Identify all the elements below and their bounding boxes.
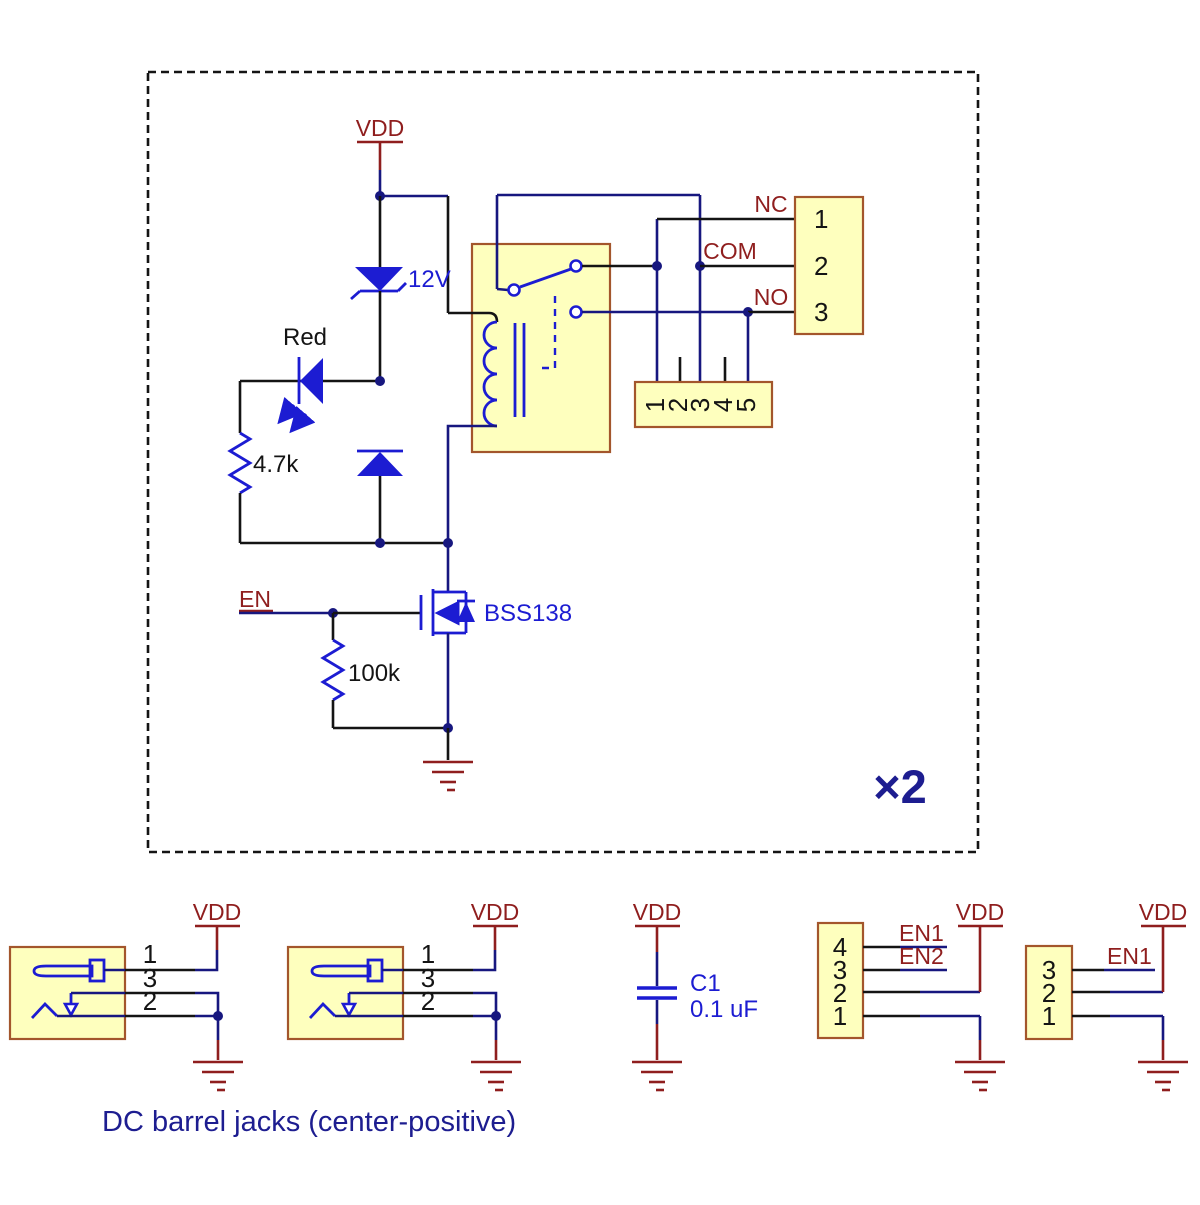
jack-switch-arrow (62, 1002, 80, 1018)
capacitor-value: 0.1 uF (690, 996, 758, 1023)
header4-pin-label: 3 (833, 955, 847, 985)
jack-pin-label: 1 (143, 939, 157, 969)
header5-pin-label: 4 (708, 398, 738, 412)
bottom-caption: DC barrel jacks (center-positive) (102, 1106, 516, 1138)
dc-barrel-jack-2: VDD 1 3 2 (286, 899, 523, 1092)
header3-pin-label: 1 (1042, 1001, 1056, 1031)
mosfet-body-diode (457, 602, 475, 622)
ground-symbol (421, 760, 475, 792)
com-net-label: COM (703, 238, 757, 264)
coil-entry-wire (448, 311, 499, 323)
ground-symbol (953, 1060, 1007, 1092)
header3-pin-label: 2 (1042, 978, 1056, 1008)
terminal-block: 1 2 3 (793, 195, 865, 336)
en1-net-label: EN1 (899, 920, 944, 946)
led-name-label: Red (283, 324, 327, 351)
jack-pin-label: 2 (143, 986, 157, 1016)
coil-return-wire (446, 424, 497, 543)
jack-sleeve-contact (30, 1001, 58, 1019)
header4-pin-label: 1 (833, 1001, 847, 1031)
vdd-label: VDD (633, 899, 682, 925)
decoupling-capacitor: VDD C1 0.1 uF (630, 899, 758, 1092)
header5-pin-label: 1 (640, 398, 670, 412)
ground-symbol (1136, 1060, 1190, 1092)
relay-coil (482, 320, 498, 428)
zener-diode: 12V (350, 196, 451, 381)
en1-net-label: EN1 (1107, 943, 1152, 969)
header4-pin-label: 4 (833, 932, 847, 962)
terminal-pin-label: 3 (814, 297, 828, 327)
mosfet: BSS138 (419, 543, 572, 728)
jack-pin-label: 3 (143, 963, 157, 993)
flyback-diode (357, 449, 403, 543)
jack-pin-label: 1 (421, 939, 435, 969)
header3-body (1024, 944, 1074, 1041)
terminal-pin-label: 1 (814, 204, 828, 234)
jack-pin-label: 3 (421, 963, 435, 993)
led-resistor-value: 4.7k (253, 451, 299, 478)
jack-pin-label: 2 (421, 986, 435, 1016)
terminal-block-body (793, 195, 865, 336)
control-header-4pin: 4 3 2 1 EN1 EN2 VDD (816, 899, 1007, 1092)
vdd-label: VDD (1139, 899, 1188, 925)
enable-input: EN (239, 586, 420, 618)
junction-dot (375, 538, 385, 548)
jack-center-pin (32, 964, 94, 978)
vdd-label: VDD (471, 899, 520, 925)
no-net-label: NO (754, 284, 789, 310)
relay-no-contact (569, 305, 583, 319)
ground-symbol (630, 1060, 684, 1092)
relay-actuator-link (536, 296, 557, 370)
header5-body (633, 380, 774, 429)
header-5pin: 1 2 3 4 5 (633, 380, 774, 429)
mosfet-part-label: BSS138 (484, 600, 572, 627)
jack-switch-arrow (340, 1002, 358, 1018)
nc-net-label: NC (754, 191, 787, 217)
led-light-arrow (277, 396, 304, 425)
header5-pin-label: 5 (731, 398, 761, 412)
dc-barrel-jack-1: VDD 1 3 2 (8, 899, 245, 1092)
vdd-label: VDD (956, 899, 1005, 925)
led-light-arrow (289, 405, 316, 434)
en-net-label: EN (239, 586, 271, 612)
capacitor-ref: C1 (690, 970, 721, 997)
terminal-pin-label: 2 (814, 251, 828, 281)
multiplier-note: ×2 (873, 760, 927, 813)
vdd-label: VDD (193, 899, 242, 925)
relay-output-nets: NC COM NO (497, 191, 795, 382)
relay-pole-contact (507, 283, 521, 297)
relay-lever (519, 267, 572, 289)
jack-center-pin (310, 964, 372, 978)
relay-nc-contact (569, 259, 583, 273)
red-led: Red (240, 324, 385, 434)
ground-symbol (191, 1060, 245, 1092)
header4-pin-label: 2 (833, 978, 847, 1008)
junction-dot (375, 376, 385, 386)
header3-pin-label: 3 (1042, 955, 1056, 985)
relay (446, 195, 612, 543)
pulldown-resistor: 100k (320, 613, 453, 733)
main-ground (421, 728, 475, 792)
en2-net-label: EN2 (899, 943, 944, 969)
coil-return-rail (240, 538, 453, 548)
header4-body (816, 921, 865, 1040)
zener-value-label: 12V (408, 266, 451, 293)
vdd-net-top: VDD (356, 115, 450, 313)
vdd-label-top: VDD (356, 115, 405, 141)
jack-sleeve-contact (308, 1001, 336, 1019)
ground-symbol (469, 1060, 523, 1092)
led-resistor: 4.7k (227, 381, 299, 543)
header5-pin-label: 2 (663, 398, 693, 412)
control-header-3pin: 3 2 1 EN1 VDD (1024, 899, 1190, 1092)
header5-pin-label: 3 (685, 398, 715, 412)
pulldown-value: 100k (348, 660, 401, 687)
